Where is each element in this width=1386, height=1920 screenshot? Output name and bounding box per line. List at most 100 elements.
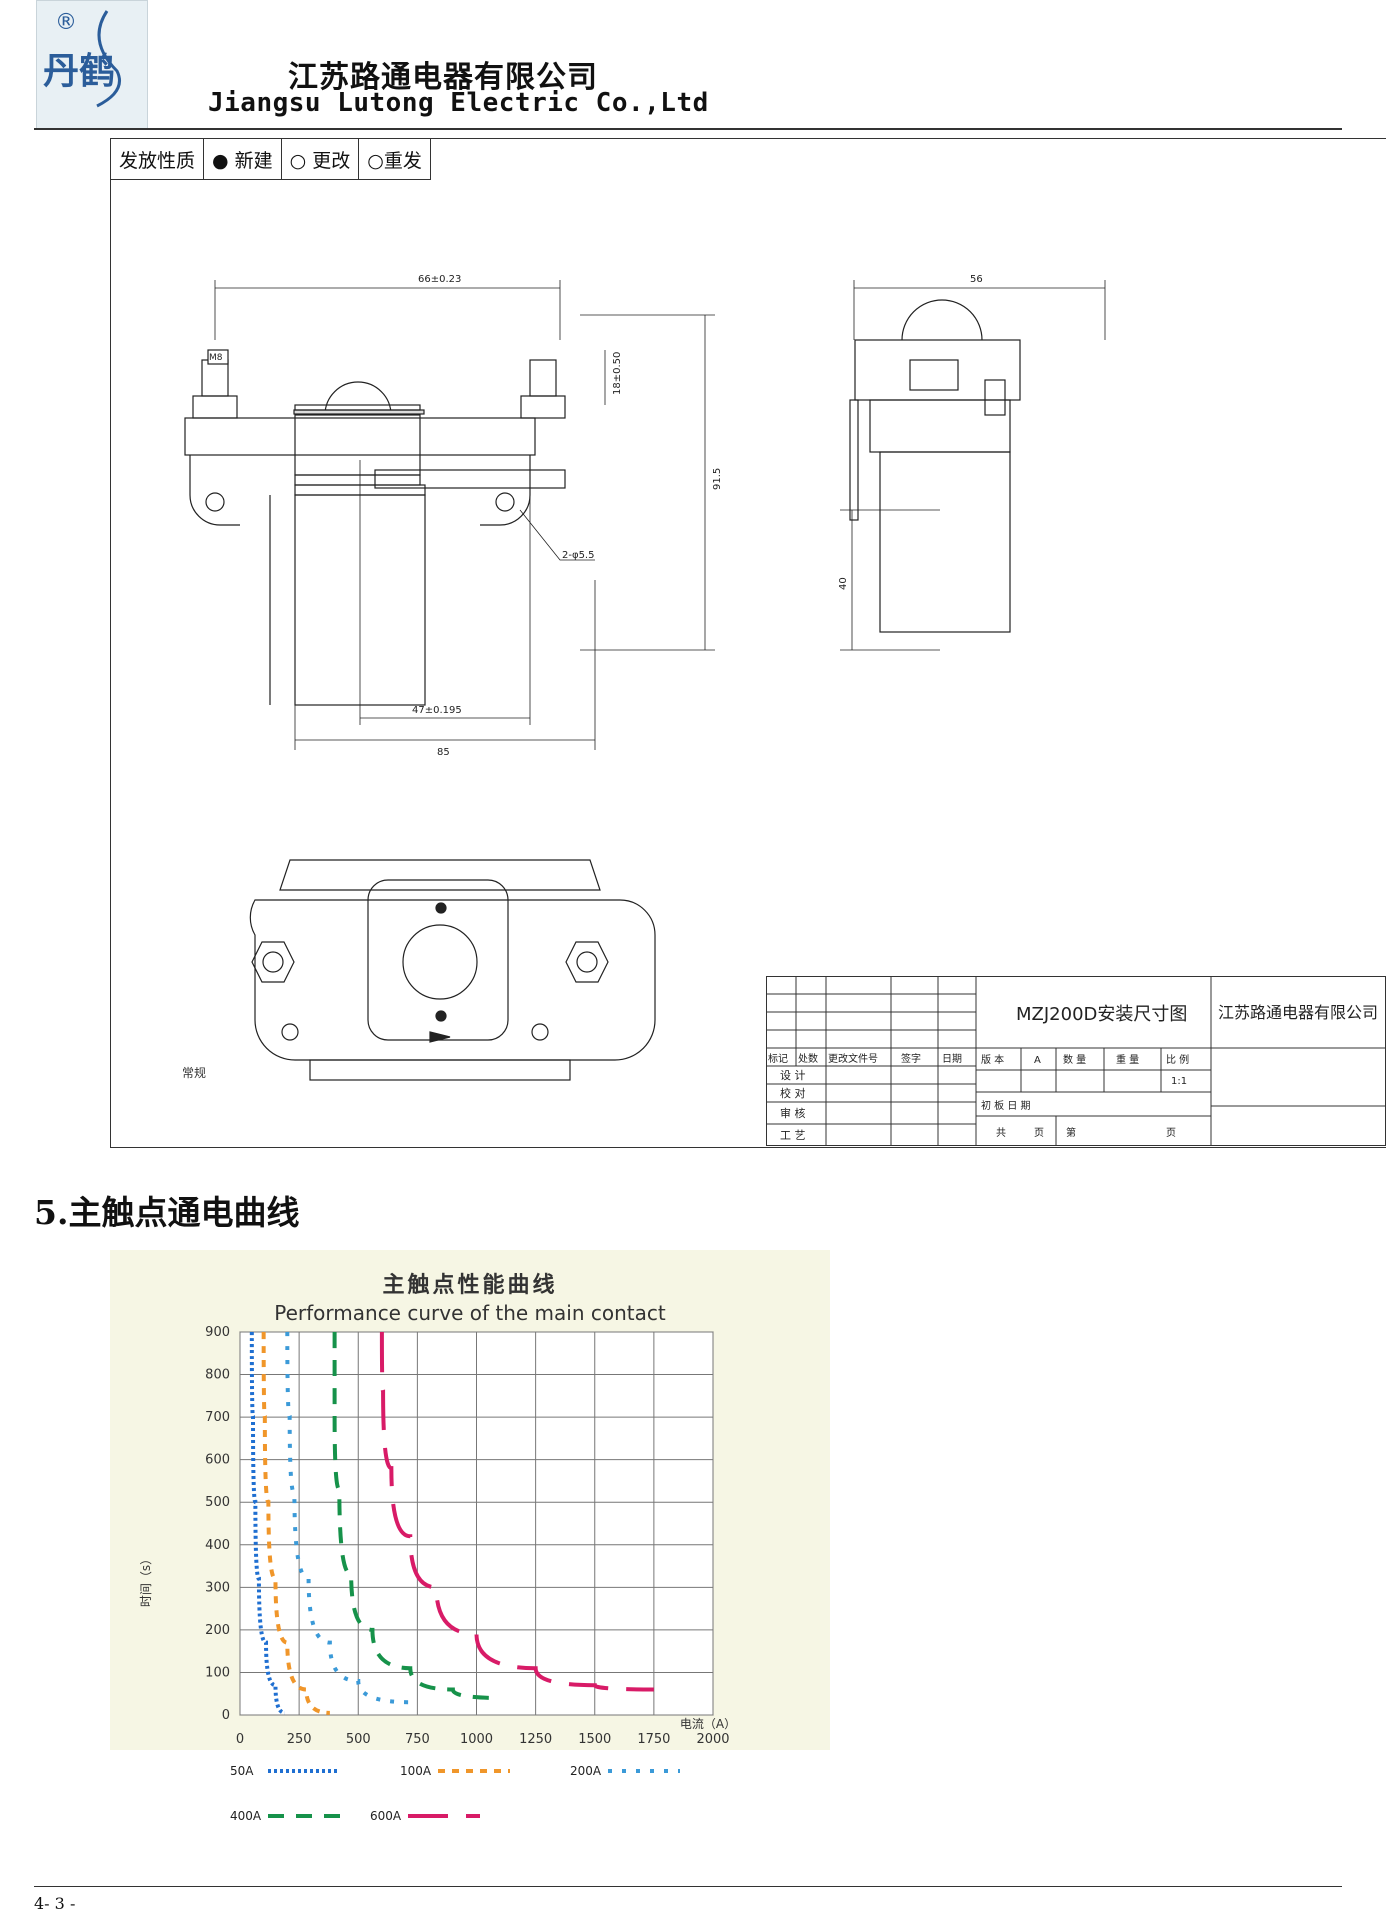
release-label: 发放性质 [111, 139, 205, 179]
role-process: 工 艺 [780, 1129, 806, 1142]
side-body [879, 451, 1011, 633]
date-label: 初 板 日 期 [981, 1099, 1031, 1112]
release-option-reissue: ○重发 [367, 149, 422, 172]
series-line-400A [332, 1332, 501, 1700]
weight-label: 重 量 [1116, 1053, 1139, 1066]
legend-label-200A: 200A [570, 1764, 602, 1778]
x-tick-label: 0 [236, 1732, 244, 1747]
role-review: 审 核 [780, 1106, 806, 1120]
bottom-view [249, 859, 656, 1081]
front-dome [324, 381, 392, 416]
bottom-nut-right [565, 941, 609, 983]
x-tick-label: 1750 [637, 1732, 670, 1747]
side-cover [854, 339, 1021, 401]
total-page-label: 页 [1034, 1127, 1044, 1139]
series-line-100A [261, 1331, 330, 1715]
x-tick-label: 1000 [460, 1732, 493, 1747]
y-axis-label: 时间（s） [139, 1553, 153, 1607]
legend-label-400A: 400A [230, 1809, 262, 1823]
logo-text: 丹鹤 [43, 50, 115, 92]
side-bracket [849, 399, 859, 521]
performance-chart: 主触点性能曲线 Performance curve of the main co… [110, 1250, 830, 1840]
y-tick-label: 200 [205, 1623, 230, 1638]
chart-grid [239, 1331, 714, 1716]
chart-ticks: 0 250 500 750 1000 1250 1500 1750 2000 0 100 200 300… [205, 1325, 729, 1747]
y-tick-label: 300 [205, 1580, 230, 1595]
sheet-label: 第 [1066, 1126, 1076, 1139]
installation-drawing: 66±0.23 91.5 18±0.50 M8 2-φ5.5 47±0.195 … [184, 274, 1106, 1081]
header-divider [34, 128, 1342, 130]
y-tick-label: 100 [205, 1665, 230, 1680]
x-axis-label: 电流（A） [680, 1717, 736, 1731]
dim-base-width: 85 [437, 747, 450, 758]
release-option-new: ● 新建 [204, 139, 282, 179]
y-tick-label: 400 [205, 1538, 230, 1553]
dim-side-width: 56 [970, 274, 983, 285]
y-tick-label: 700 [205, 1410, 230, 1425]
dim-hole: 2-φ5.5 [562, 550, 594, 561]
crane-icon [96, 10, 121, 108]
company-logo: ® 丹鹤 [36, 0, 148, 129]
legend-label-600A: 600A [370, 1809, 402, 1823]
page-number: 4- 3 - [34, 1894, 76, 1913]
col-mark: 标记 [768, 1053, 788, 1065]
col-date: 日期 [942, 1053, 962, 1065]
dim-hole-span: 47±0.195 [412, 705, 462, 716]
chart-title: 主触点性能曲线 [382, 1272, 557, 1298]
title-block: MZJ200D安装尺寸图 江苏路通电器有限公司 标记 处数 更改文件号 签字 日… [766, 976, 1386, 1146]
version-value: A [1034, 1055, 1041, 1066]
front-mount-hole-right [495, 492, 515, 512]
drawing-frame [110, 138, 1386, 1148]
qty-label: 数 量 [1063, 1053, 1086, 1066]
side-dome [901, 299, 983, 341]
x-tick-label: 1250 [519, 1732, 552, 1747]
bottom-base [249, 899, 656, 1061]
bottom-center-hole [402, 924, 478, 1000]
front-view [184, 349, 566, 706]
version-label: 版 本 [981, 1053, 1004, 1066]
col-count: 处数 [798, 1052, 818, 1065]
x-tick-label: 2000 [696, 1732, 729, 1747]
x-tick-label: 500 [346, 1732, 371, 1747]
y-tick-label: 600 [205, 1453, 230, 1468]
company-name-en: Jiangsu Lutong Electric Co.,Ltd [208, 88, 709, 118]
series-line-200A [285, 1331, 411, 1705]
note-normal: 常规 [182, 1066, 207, 1080]
legend-label-100A: 100A [400, 1764, 432, 1778]
side-view [849, 299, 1021, 633]
registered-mark: ® [55, 10, 77, 35]
total-label: 共 [996, 1127, 1006, 1139]
y-tick-label: 0 [222, 1708, 230, 1723]
front-terminal-left [201, 359, 229, 397]
x-tick-label: 250 [287, 1732, 312, 1747]
bottom-nut-left [251, 941, 295, 983]
release-type-box: 发放性质 ● 新建 ○ 更改 ○重发 [110, 138, 431, 180]
scale-label: 比 例 [1166, 1053, 1189, 1066]
dim-total-height: 91.5 [712, 468, 723, 490]
col-sign: 签字 [901, 1052, 921, 1065]
dim-terminal-label: M8 [209, 353, 223, 363]
dim-top-span: 66±0.23 [418, 274, 461, 285]
scale-value: 1:1 [1171, 1076, 1187, 1087]
x-tick-label: 1500 [578, 1732, 611, 1747]
series-line-50A [249, 1331, 286, 1715]
front-mount-hole-left [205, 492, 225, 512]
title-block-company: 江苏路通电器有限公司 [1218, 1003, 1378, 1022]
sheet-page-label: 页 [1166, 1127, 1176, 1139]
chart-subtitle: Performance curve of the main contact [274, 1301, 666, 1325]
x-tick-label: 750 [405, 1732, 430, 1747]
drawing-title: MZJ200D安装尺寸图 [1016, 1004, 1187, 1025]
y-tick-label: 500 [205, 1495, 230, 1510]
legend-label-50A: 50A [230, 1764, 254, 1778]
y-tick-label: 800 [205, 1368, 230, 1383]
role-check: 校 对 [780, 1086, 806, 1100]
chart-legend: 50A 100A 200A 400A 600A [230, 1764, 680, 1823]
front-terminal-right [529, 359, 557, 397]
front-bracket [184, 417, 536, 456]
role-design: 设 计 [780, 1069, 806, 1082]
dim-terminal-height: 18±0.50 [612, 352, 623, 395]
front-cover [294, 414, 421, 476]
dimension-lines [214, 280, 1106, 750]
dim-side-height: 40 [838, 577, 849, 590]
footer-divider [34, 1886, 1342, 1887]
